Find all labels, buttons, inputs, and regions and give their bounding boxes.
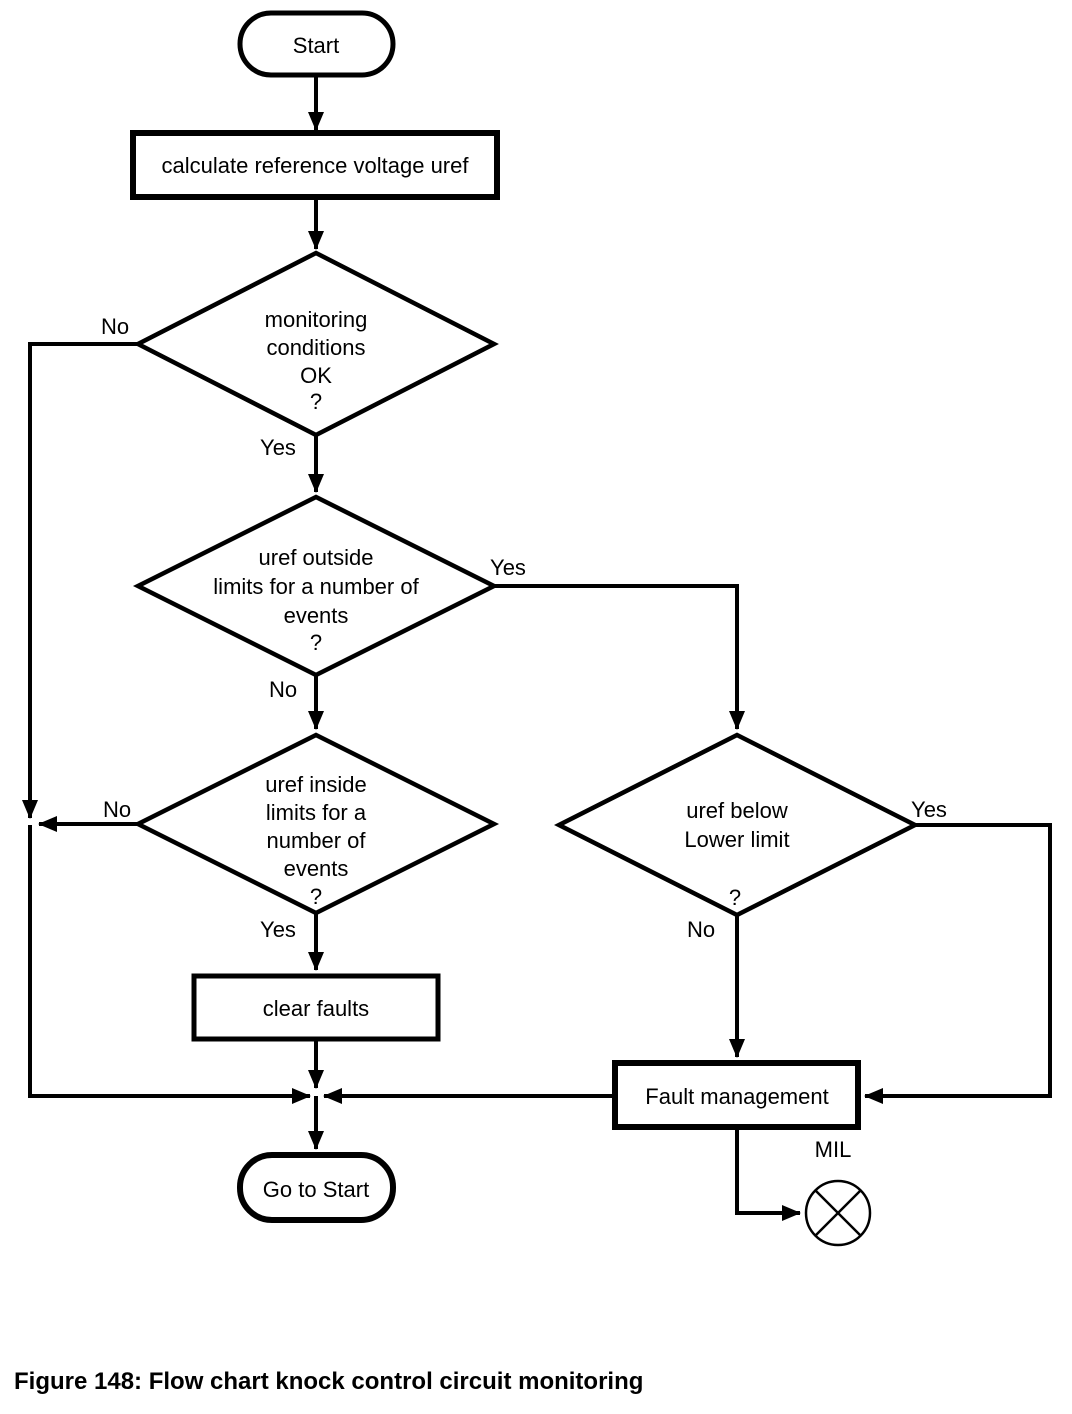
branch-label-uref-inside-no: No [103, 797, 131, 822]
uref-outside-limits-diamond [132, 494, 500, 678]
branch-label-uref-outside-no: No [269, 677, 297, 702]
uref-inside-limits-line: limits for a [266, 800, 367, 825]
monitoring-conditions-line: conditions [266, 335, 365, 360]
fault-management-box [612, 1060, 861, 1130]
uref-outside-limits-line: limits for a number of [213, 574, 419, 599]
branch-label-uref-outside-yes: Yes [490, 555, 526, 580]
branch-label-monitoring-yes: Yes [260, 435, 296, 460]
uref-outside-limits-line: ? [310, 630, 322, 655]
clear-faults-label: clear faults [263, 996, 369, 1021]
uref-inside-limits-line: ? [310, 884, 322, 909]
figure-caption: Figure 148: Flow chart knock control cir… [14, 1368, 644, 1395]
mil-lamp-circle-x-icon [804, 1179, 872, 1247]
uref-inside-limits-line: events [284, 856, 349, 881]
monitoring-conditions-line: ? [310, 389, 322, 414]
branch-label-uref-below-yes: Yes [911, 797, 947, 822]
branch-label-uref-inside-yes: Yes [260, 917, 296, 942]
branch-label-uref-below-no: No [687, 917, 715, 942]
connector-uref-outside-yes-branch [494, 584, 745, 730]
uref-inside-limits-line: number of [266, 828, 366, 853]
start-label: Start [293, 33, 339, 58]
monitoring-conditions-diamond [133, 250, 499, 438]
uref-inside-limits-line: uref inside [265, 772, 367, 797]
uref-below-lower-limit-diamond [554, 732, 920, 918]
uref-below-lower-limit-line: ? [729, 885, 741, 910]
calculate-reference-voltage-label: calculate reference voltage uref [162, 153, 470, 178]
fault-management-label: Fault management [645, 1084, 828, 1109]
connector-left-return-to-junction [28, 825, 311, 1104]
monitoring-conditions-line: OK [300, 363, 332, 388]
connector-fault-management-to-mil [735, 1127, 801, 1221]
branch-label-monitoring-no: No [101, 314, 129, 339]
start-terminator [237, 10, 396, 78]
go-to-start-terminator [237, 1152, 396, 1223]
uref-outside-limits-line: uref outside [259, 545, 374, 570]
uref-below-lower-limit-line: Lower limit [684, 827, 789, 852]
connector-uref-below-yes-branch [864, 823, 1052, 1104]
calculate-reference-voltage-box [130, 130, 500, 200]
monitoring-conditions-line: monitoring [265, 307, 368, 332]
connector-monitoring-no-branch [22, 342, 138, 819]
uref-inside-limits-diamond [132, 732, 500, 916]
go-to-start-label: Go to Start [263, 1177, 369, 1202]
uref-outside-limits-line: events [284, 603, 349, 628]
mil-label: MIL [815, 1137, 852, 1162]
clear-faults-box [191, 973, 441, 1042]
uref-below-lower-limit-line: uref below [686, 798, 788, 823]
